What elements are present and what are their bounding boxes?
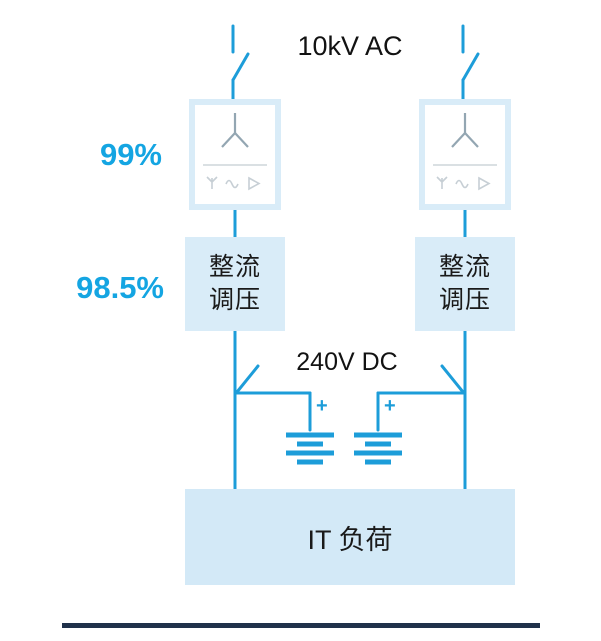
rectifier-label-line2: 调压 [438, 286, 491, 314]
feeder-line-left [231, 24, 250, 102]
dc-switch-icon [235, 364, 260, 394]
rectifier-box-left: 整流 调压 [185, 237, 285, 331]
rectifier-to-load-links [233, 328, 467, 492]
battery-bus [233, 391, 467, 432]
transformer-efficiency-label: 99% [99, 137, 162, 172]
battery-plates-icon [286, 432, 402, 465]
rectifier-label-line1: 整流 [208, 253, 261, 281]
transformer-to-rectifier-links [233, 207, 467, 240]
it-load-label: IT 负荷 [307, 524, 393, 555]
ac-voltage-label: 10kV AC [297, 31, 403, 61]
transformer-winding-icon [203, 113, 267, 191]
transformer-box-right [419, 99, 511, 210]
rectifier-box-right: 整流 调压 [415, 237, 515, 331]
transformer-winding-icon [433, 113, 497, 191]
dc-bus-switches [235, 364, 465, 394]
footer-divider [62, 623, 540, 628]
transformer-box-left [189, 99, 281, 210]
it-load-box: IT 负荷 [185, 489, 515, 585]
disconnect-switch-icon [461, 52, 480, 82]
dc-voltage-label: 240V DC [296, 348, 398, 376]
dc-switch-icon [440, 364, 465, 394]
battery-plus-label: + [316, 395, 328, 417]
battery-plus-label: + [384, 395, 396, 417]
disconnect-switch-icon [231, 52, 250, 82]
rectifier-efficiency-label: 98.5% [76, 270, 164, 305]
rectifier-label-line2: 调压 [208, 286, 261, 314]
rectifier-label-line1: 整流 [438, 253, 491, 281]
feeder-line-right [461, 24, 480, 102]
